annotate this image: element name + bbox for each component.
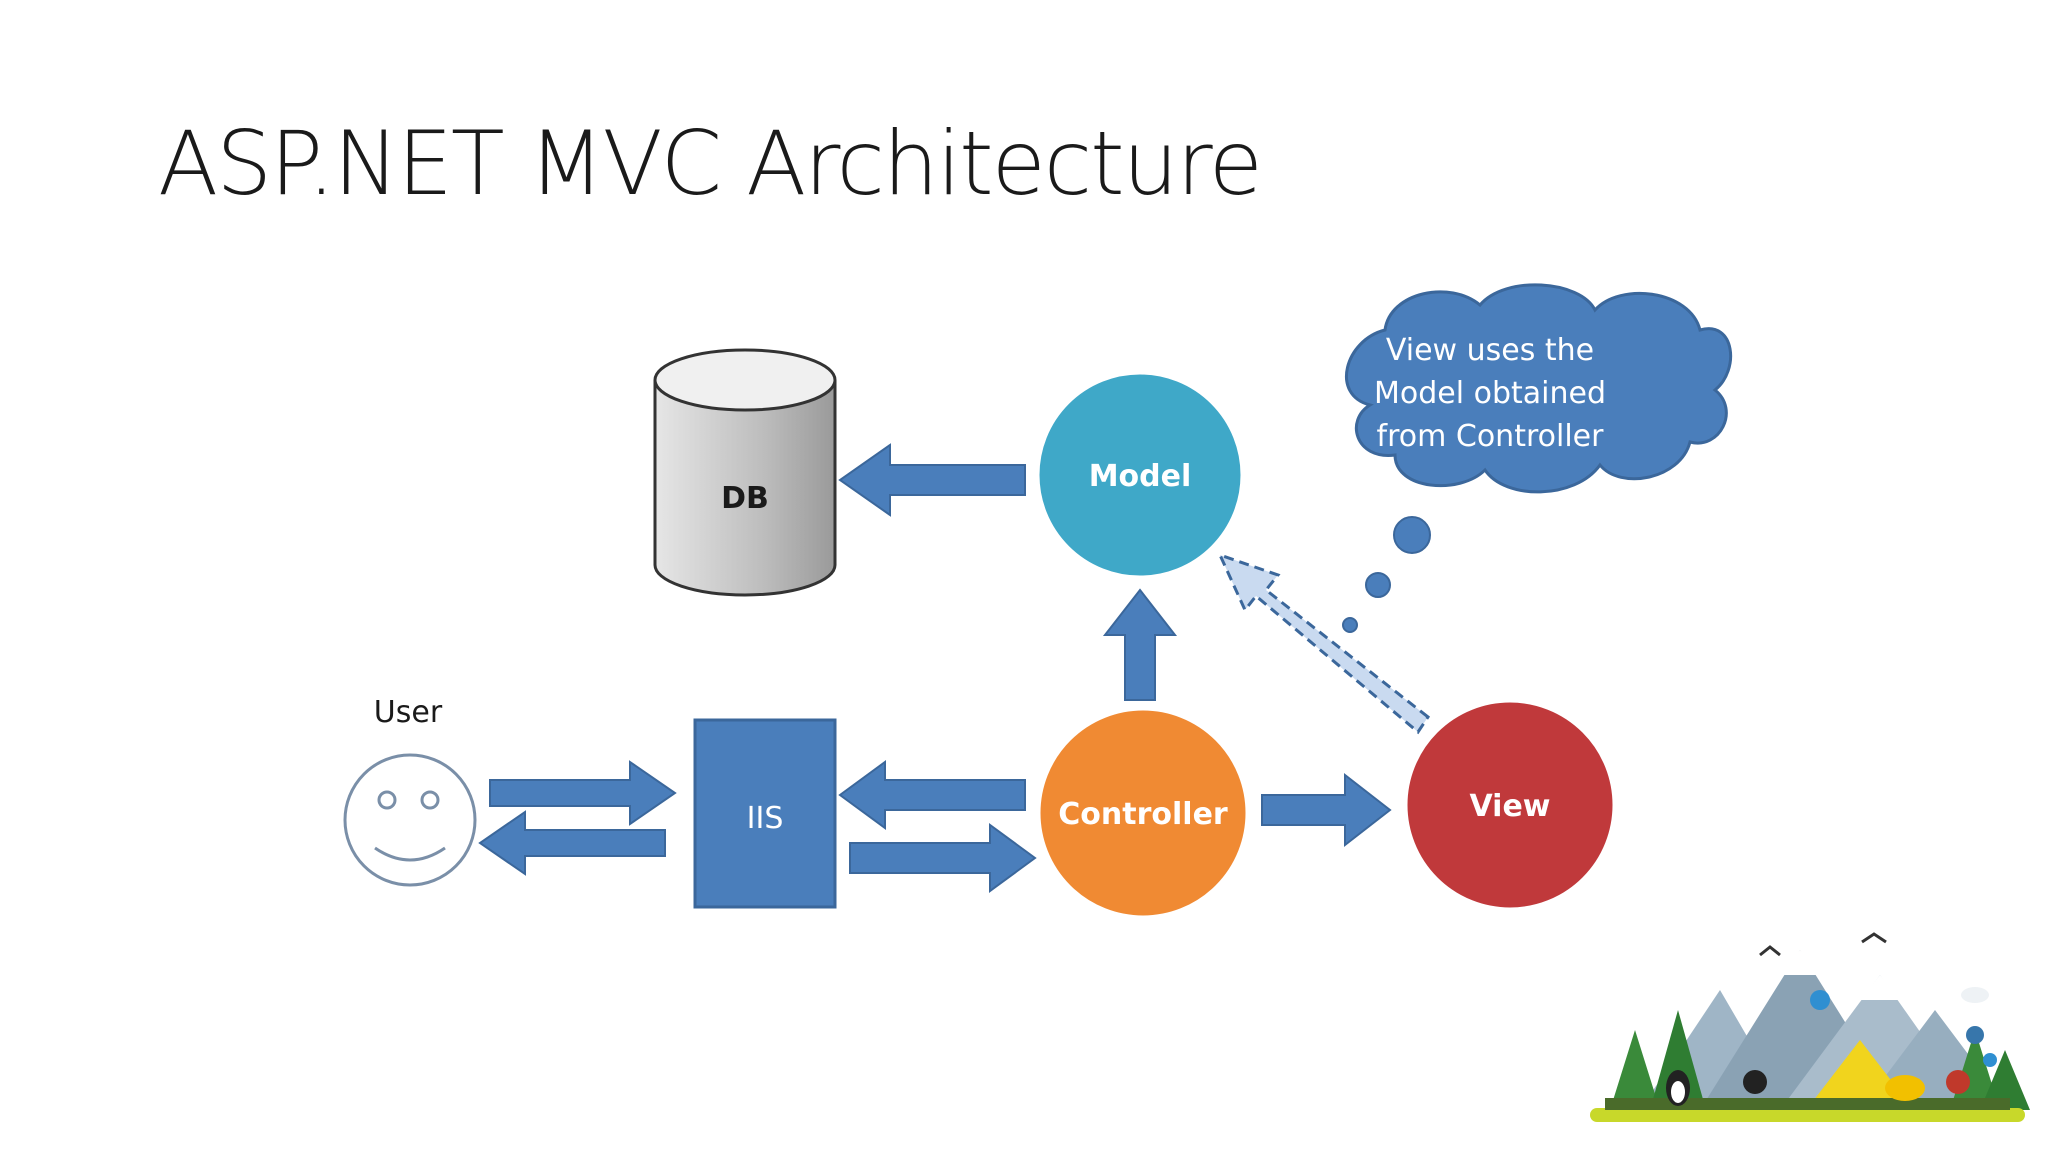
- arrow-controller-to-iis: [838, 760, 1026, 830]
- arrow-controller-to-model: [1102, 588, 1178, 701]
- thought-dot-large: [1393, 516, 1431, 554]
- arrow-controller-to-view: [1261, 772, 1392, 848]
- controller-label: Controller: [1058, 797, 1228, 832]
- user-node: User: [343, 695, 477, 887]
- thought-dot-medium: [1365, 572, 1391, 598]
- db-node: DB: [653, 348, 837, 597]
- thought-cloud: View uses the Model obtained from Contro…: [1344, 283, 1732, 494]
- view-node: View: [1402, 697, 1618, 913]
- tech-mountain-logo-icon: [1590, 932, 2030, 1122]
- user-label: User: [374, 695, 443, 730]
- db-label: DB: [721, 481, 769, 516]
- smiley-face-icon: [343, 753, 477, 887]
- cloud-line-1: View uses the: [1386, 333, 1594, 368]
- arrow-model-to-db: [838, 443, 1026, 517]
- controller-node: Controller: [1035, 705, 1251, 921]
- slide-title: ASP.NET MVC Architecture: [158, 112, 1263, 215]
- cloud-line-2: Model obtained: [1374, 376, 1606, 411]
- model-label: Model: [1089, 459, 1192, 494]
- view-label: View: [1469, 789, 1550, 824]
- arrow-iis-to-controller: [849, 823, 1037, 893]
- arrow-view-to-model-dashed: [1217, 552, 1431, 735]
- arrow-iis-to-user: [478, 810, 666, 876]
- thought-dot-small: [1342, 617, 1358, 633]
- model-node: Model: [1034, 369, 1246, 581]
- iis-label: IIS: [747, 801, 784, 836]
- cloud-line-3: from Controller: [1377, 419, 1605, 454]
- arrow-user-to-iis: [489, 760, 677, 826]
- iis-node: IIS: [693, 718, 837, 909]
